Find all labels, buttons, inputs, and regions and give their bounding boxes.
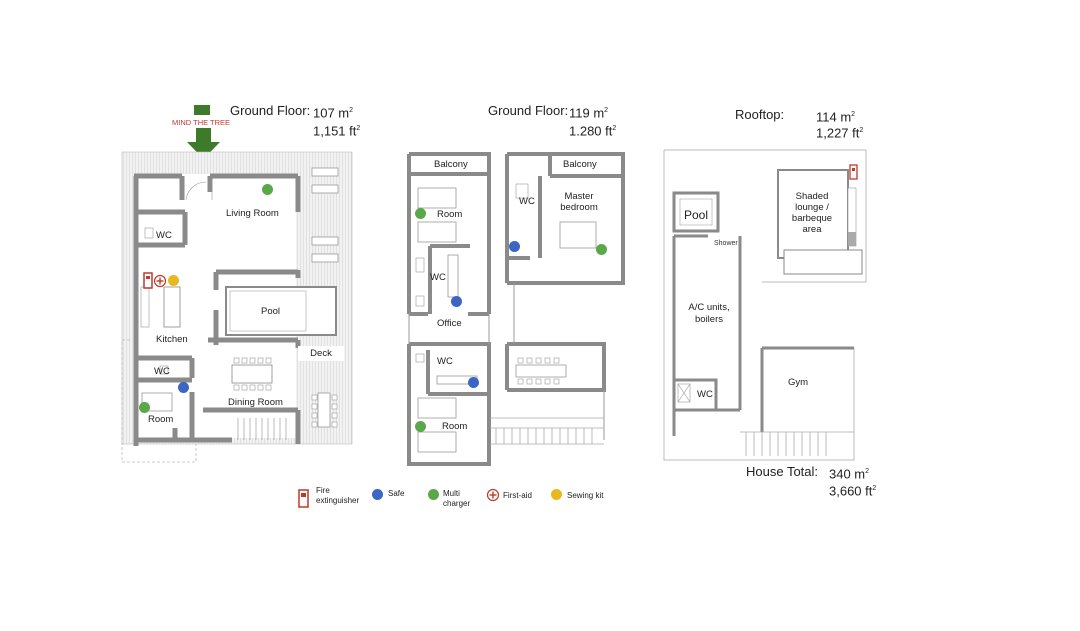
plan3-pool-label: Pool — [684, 208, 709, 222]
legend-sewing-kit-label: Sewing kit — [567, 491, 604, 500]
plan1-wc-label: WC — [156, 230, 172, 241]
plan2-room-bottom-label: Room — [442, 421, 468, 432]
plan1-sewing-kitchen — [168, 275, 179, 286]
plan3-lounge-label: Shaded lounge / barbeque area — [791, 191, 833, 235]
house-total-area-m2: 340 m2 — [829, 466, 870, 482]
floor1-area-m2: 107 m2 — [313, 105, 354, 121]
floor1-area-ft2: 1,151 ft2 — [313, 123, 361, 139]
plan2-safe-wc — [451, 296, 462, 307]
legend-multi-charger-icon — [428, 489, 439, 500]
plan2-wc-bottom-label: WC — [437, 356, 453, 367]
plan3-gym-label: Gym — [788, 377, 809, 388]
plan2-safe-wc-bottom — [468, 377, 479, 388]
plan2-wc-top-label: WC — [519, 196, 535, 207]
plan1-charger-living — [262, 184, 273, 195]
legend-multi-charger-label: Multi charger — [443, 489, 471, 508]
plan1-charger-room — [139, 402, 150, 413]
plan2-master-bedroom-label: Master bedroom — [560, 191, 598, 213]
plan2-safe-master — [509, 241, 520, 252]
mind-the-tree-label: MIND THE TREE — [172, 118, 231, 127]
plan1-pool-label: Pool — [261, 306, 281, 317]
legend-safe-icon — [372, 489, 383, 500]
floor2-area-ft2: 1.280 ft2 — [569, 123, 617, 139]
house-total-area-ft2: 3,660 ft2 — [829, 483, 877, 499]
floor2-title: Ground Floor: — [488, 103, 569, 118]
plan2-charger-master — [596, 244, 607, 255]
legend-sewing-kit-icon — [551, 489, 562, 500]
rooftop-title: Rooftop: — [735, 107, 785, 122]
plan1-kitchen-label: Kitchen — [156, 334, 188, 345]
plan2-room-top-label: Room — [437, 209, 463, 220]
plan3-wc-label: WC — [697, 389, 713, 400]
plan2-wc-mid-label: WC — [430, 272, 446, 283]
legend-first-aid-label: First-aid — [503, 491, 532, 500]
tree-marker-icon — [194, 105, 210, 115]
plan2-balcony-left-label: Balcony — [434, 159, 468, 170]
plan3-ac-label: A/C units, boilers — [688, 302, 730, 325]
legend-fire-extinguisher-label: Fire extinguisher — [316, 486, 360, 505]
floor1-title: Ground Floor: — [230, 103, 311, 118]
legend-safe-label: Safe — [388, 489, 405, 498]
house-total-title: House Total: — [746, 464, 819, 479]
plan1-living-room-label: Living Room — [226, 208, 279, 219]
plan2-charger-room-top — [415, 208, 426, 219]
plan1-deck-label: Deck — [298, 346, 344, 361]
rooftop-area-ft2: 1,227 ft2 — [816, 125, 864, 141]
plan1-dining-room-label: Dining Room — [228, 397, 283, 408]
plan1-room-label: Room — [148, 414, 174, 425]
plan2-office-label: Office — [437, 318, 462, 329]
plan1-wc2-label: WC — [154, 366, 170, 377]
plan2-balcony-right-label: Balcony — [563, 159, 597, 170]
floor2-area-m2: 119 m2 — [569, 105, 609, 121]
plan2-charger-room-bottom — [415, 421, 426, 432]
rooftop-area-m2: 114 m2 — [816, 109, 856, 125]
plan1-safe-room — [178, 382, 189, 393]
plan3-shower-label: Shower — [714, 240, 738, 247]
